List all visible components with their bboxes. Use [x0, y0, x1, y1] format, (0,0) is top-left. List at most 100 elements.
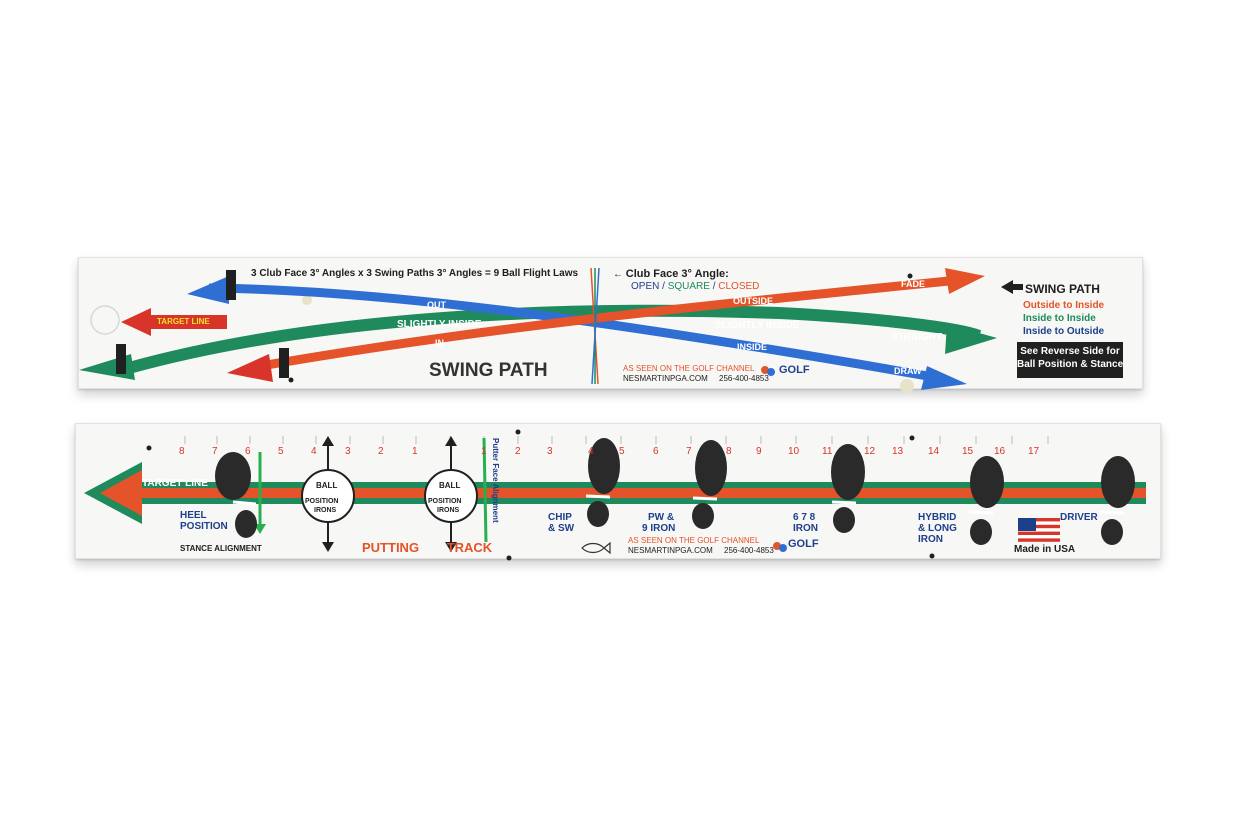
- arrow-up-icon: [445, 436, 457, 446]
- putter-alignment-line: [482, 437, 488, 543]
- club-pw-line1: PW &: [648, 512, 675, 523]
- legend-arrow-icon: [1001, 280, 1023, 294]
- club-face-open: OPEN: [631, 281, 660, 292]
- scale-number: 7: [212, 446, 218, 457]
- reverse-side-note: See Reverse Side for Ball Position & Sta…: [1017, 342, 1123, 378]
- club-pw-line2: 9 IRON: [642, 523, 676, 534]
- club-face-closed: CLOSED: [718, 281, 760, 292]
- scale-number: 1: [412, 446, 418, 457]
- scale-number: 7: [686, 446, 692, 457]
- heel-position-line2: POSITION: [180, 521, 228, 532]
- dot: [288, 377, 294, 383]
- footprints: [215, 438, 1135, 545]
- ball-position-circle: [424, 469, 478, 523]
- blue-path-line: [208, 283, 940, 383]
- putting-track-word2: TRACK: [446, 540, 493, 555]
- label-slightly-inside-left: SLIGHTLY INSIDE: [397, 319, 482, 330]
- ball-position-1-line3: IRONS: [314, 507, 337, 514]
- putting-track-word1: PUTTING: [362, 540, 420, 555]
- reverse-note-line2: Ball Position & Stance: [1017, 359, 1124, 370]
- ball-position-1-line1: BALL: [316, 481, 338, 490]
- ball-position-2-line1: BALL: [439, 481, 461, 490]
- heel-marker-tip: [254, 524, 266, 534]
- fish-icon: [581, 541, 611, 555]
- reverse-note-line1: See Reverse Side for: [1020, 346, 1120, 357]
- sep: /: [709, 281, 719, 292]
- scale-number: 13: [892, 446, 904, 457]
- scale-number: 12: [864, 446, 876, 457]
- label-inside: INSIDE: [737, 342, 768, 352]
- club-678-line1: 6 7 8: [793, 512, 816, 523]
- suction-cup: [900, 379, 914, 393]
- phone: 256-400-4853: [724, 546, 774, 555]
- club-hybrid-line3: IRON: [918, 534, 943, 545]
- stance-alignment: STANCE ALIGNMENT: [180, 544, 262, 553]
- target-line-label: TARGET LINE: [157, 317, 210, 326]
- badge: [116, 344, 126, 374]
- badge: [226, 270, 236, 300]
- scale-number: 8: [179, 446, 185, 457]
- green-arrowhead-left: [79, 354, 135, 380]
- ball-position-circle: [301, 469, 355, 523]
- heel-position-line1: HEEL: [180, 510, 207, 521]
- club-678-line2: IRON: [793, 523, 818, 534]
- scale-number: 8: [726, 446, 732, 457]
- scale-number: 15: [962, 446, 974, 457]
- label-draw: DRAW: [894, 366, 922, 376]
- target-line-stripe: [136, 488, 1146, 498]
- made-in-usa: Made in USA: [1014, 544, 1076, 555]
- scale-number: 17: [1028, 446, 1040, 457]
- arrow-down-icon: [445, 542, 457, 552]
- footprint-pw-icon: [692, 440, 727, 529]
- footprint-678-icon: [831, 444, 865, 533]
- scale-ticks: [184, 436, 1049, 444]
- orange-path-line: [248, 275, 960, 373]
- blue-arrowhead-left: [187, 276, 229, 304]
- scale-number: 14: [928, 446, 940, 457]
- dot: [907, 273, 913, 279]
- scale-number: 2: [378, 446, 384, 457]
- orange-arrowhead-right: [945, 268, 985, 294]
- scale-number: 11: [822, 446, 833, 457]
- website: NESMARTINPGA.COM: [628, 546, 713, 555]
- scale-number: 4: [588, 446, 594, 457]
- swing-path-diagram: [79, 267, 1023, 393]
- scale-number: 10: [788, 446, 800, 457]
- green-arrowhead-right: [945, 324, 997, 354]
- blue-arrowhead-right: [921, 366, 967, 390]
- label-out: OUT: [427, 300, 446, 310]
- target-line-arrow: [121, 308, 227, 336]
- putter-alignment-label: Putter Face Alignment: [491, 438, 500, 523]
- scale-number: 5: [619, 446, 625, 457]
- shoe-bands: [232, 494, 1125, 515]
- footprint-heel-icon: [215, 452, 257, 538]
- scale-number: 16: [994, 446, 1006, 457]
- footprint-hybrid-icon: [970, 456, 1004, 545]
- club-face-square: SQUARE: [667, 281, 710, 292]
- legend-title: SWING PATH: [1025, 282, 1100, 296]
- scale-number: 3: [345, 446, 351, 457]
- scale-number: 9: [756, 446, 762, 457]
- footprint-driver-icon: [1101, 456, 1135, 545]
- club-chip-line1: CHIP: [548, 512, 572, 523]
- club-face-options: OPEN / SQUARE / CLOSED: [631, 281, 759, 292]
- club-driver: DRIVER: [1060, 512, 1098, 523]
- board-title: SWING PATH: [429, 360, 548, 381]
- label-slightly-inside-right: SLIGHTLY INSIDE: [715, 320, 800, 331]
- ball-position-2-line2: POSITION: [428, 498, 462, 505]
- club-face-line: [591, 267, 600, 385]
- scale-number: 2: [515, 446, 521, 457]
- golf-brand: GOLF: [779, 364, 810, 376]
- as-seen-on: AS SEEN ON THE GOLF CHANNEL: [623, 364, 755, 373]
- usa-flag-icon: [1018, 518, 1060, 542]
- website: NESMARTINPGA.COM: [623, 374, 708, 383]
- ball-position-1-line2: POSITION: [305, 498, 339, 505]
- label-outside: OUTSIDE: [733, 296, 774, 306]
- suction-cup: [90, 305, 120, 335]
- scale-number: 5: [278, 446, 284, 457]
- club-hybrid-line1: HYBRID: [918, 512, 957, 523]
- golf-logo-icon: [767, 368, 775, 376]
- club-face-label: ← Club Face 3° Angle:: [613, 268, 729, 280]
- target-arrowhead-inner: [100, 470, 142, 516]
- stance-diagram: [84, 429, 1146, 561]
